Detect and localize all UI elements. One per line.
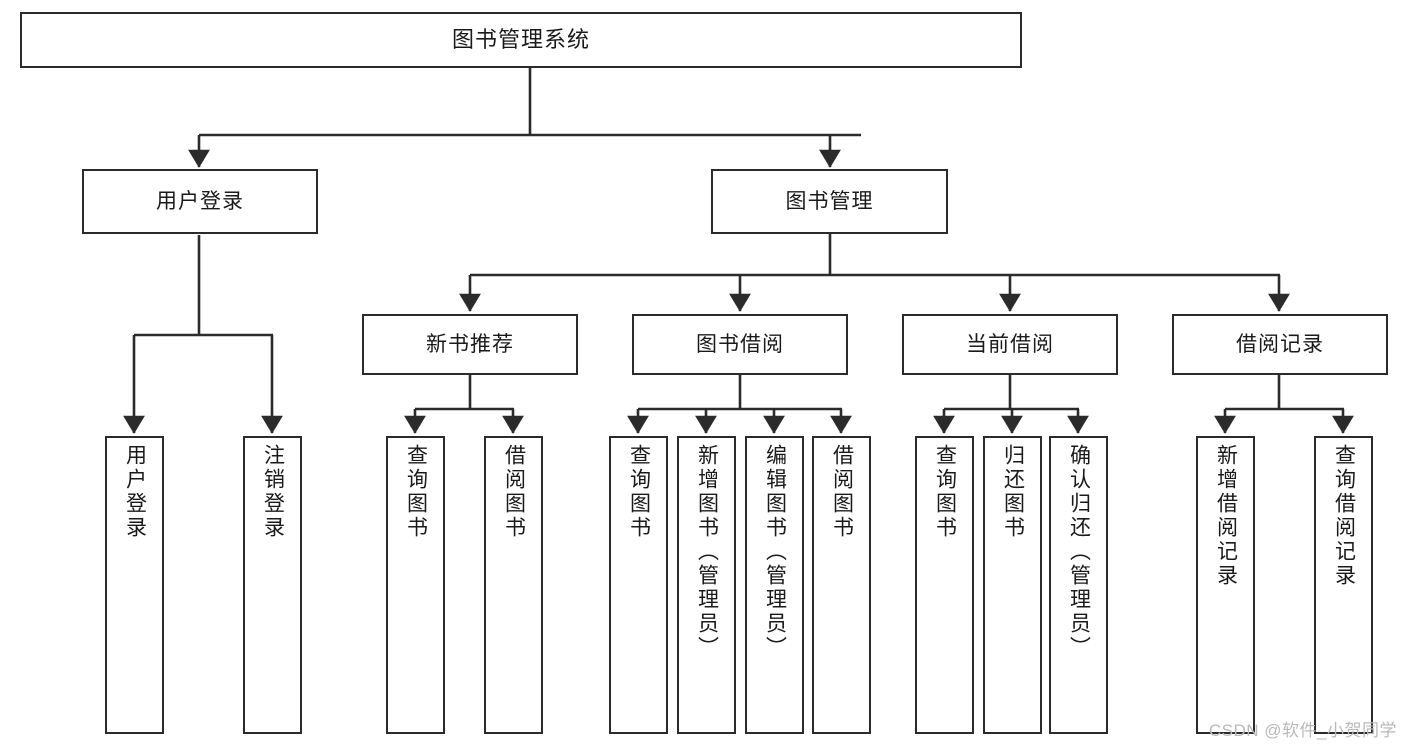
- node-label: 查询图书: [404, 444, 428, 540]
- leaf-user-login-logout[interactable]: 注销登录: [243, 436, 302, 734]
- node-label: 确认归还（管理员）: [1067, 444, 1091, 660]
- node-label: 新增借阅记录: [1214, 444, 1238, 588]
- leaf-current-borrow-return-book[interactable]: 归还图书: [983, 436, 1042, 734]
- node-label: 新书推荐: [426, 332, 514, 356]
- leaf-current-borrow-confirm-return-admin[interactable]: 确认归还（管理员）: [1049, 436, 1108, 734]
- node-borrow-record[interactable]: 借阅记录: [1172, 314, 1388, 375]
- node-label: 查询图书: [627, 444, 651, 540]
- leaf-new-book-borrow-book[interactable]: 借阅图书: [484, 436, 543, 734]
- node-label: 图书管理系统: [451, 26, 590, 52]
- leaf-user-login-login[interactable]: 用户登录: [105, 436, 164, 734]
- node-label: 编辑图书（管理员）: [763, 444, 787, 660]
- csdn-watermark: CSDN @软件_小贺同学: [1208, 721, 1397, 740]
- node-label: 注销登录: [261, 444, 285, 540]
- node-label: 借阅图书: [830, 444, 854, 540]
- node-book-management[interactable]: 图书管理: [711, 169, 948, 234]
- leaf-book-borrow-add-book-admin[interactable]: 新增图书（管理员）: [677, 436, 736, 734]
- node-label: 借阅记录: [1236, 332, 1324, 356]
- node-label: 归还图书: [1001, 444, 1025, 540]
- leaf-borrow-record-add-record[interactable]: 新增借阅记录: [1196, 436, 1255, 734]
- node-label: 用户登录: [123, 444, 147, 540]
- node-current-borrow[interactable]: 当前借阅: [902, 314, 1118, 375]
- node-label: 图书借阅: [696, 332, 784, 356]
- leaf-book-borrow-edit-book-admin[interactable]: 编辑图书（管理员）: [745, 436, 804, 734]
- node-label: 新增图书（管理员）: [695, 444, 719, 660]
- node-label: 用户登录: [156, 189, 244, 213]
- leaf-book-borrow-borrow-book[interactable]: 借阅图书: [812, 436, 871, 734]
- leaf-new-book-query-book[interactable]: 查询图书: [386, 436, 445, 734]
- node-label: 当前借阅: [966, 332, 1054, 356]
- node-new-book-recommend[interactable]: 新书推荐: [362, 314, 578, 375]
- node-label: 借阅图书: [502, 444, 526, 540]
- leaf-borrow-record-query-record[interactable]: 查询借阅记录: [1314, 436, 1373, 734]
- leaf-current-borrow-query-book[interactable]: 查询图书: [915, 436, 974, 734]
- node-user-login[interactable]: 用户登录: [82, 169, 318, 234]
- node-root-library-management-system[interactable]: 图书管理系统: [20, 12, 1022, 68]
- node-label: 查询借阅记录: [1332, 444, 1356, 588]
- node-label: 图书管理: [785, 189, 874, 213]
- leaf-book-borrow-query-book[interactable]: 查询图书: [609, 436, 668, 734]
- node-book-borrow[interactable]: 图书借阅: [632, 314, 848, 375]
- node-label: 查询图书: [933, 444, 957, 540]
